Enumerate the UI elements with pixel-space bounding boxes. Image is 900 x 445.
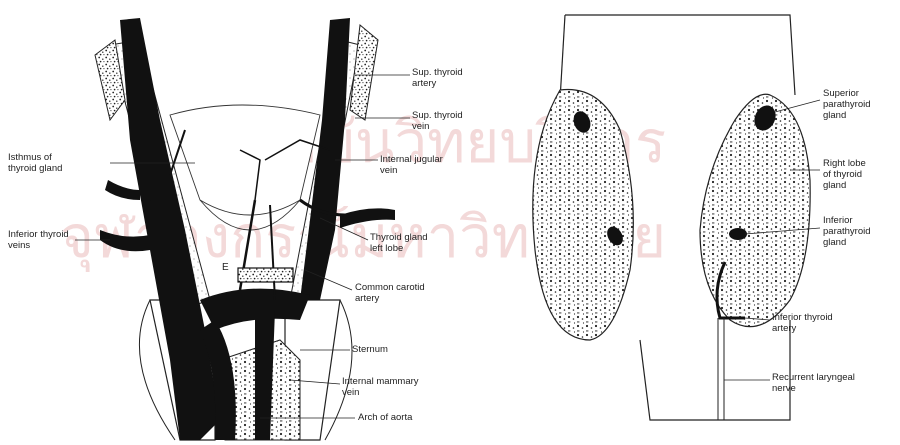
label-inferior-thyroid-veins: Inferior thyroid veins <box>8 229 69 251</box>
label-superior-parathyroid: Superior parathyroid gland <box>823 88 871 121</box>
label-thyroid-gland-left-lobe: Thyroid gland left lobe <box>370 232 428 254</box>
label-recurrent-laryngeal-nerve: Recurrent laryngeal nerve <box>772 372 855 394</box>
right-parathyroid-figure <box>533 15 820 420</box>
label-sup-thyroid-artery: Sup. thyroid artery <box>412 67 463 89</box>
label-isthmus: Isthmus of thyroid gland <box>8 152 62 174</box>
label-sternum: Sternum <box>352 344 388 355</box>
label-arch-of-aorta: Arch of aorta <box>358 412 412 423</box>
label-internal-jugular-vein: Internal jugular vein <box>380 154 443 176</box>
label-inferior-parathyroid: Inferior parathyroid gland <box>823 215 871 248</box>
label-right-lobe: Right lobe of thyroid gland <box>823 158 866 191</box>
label-sup-thyroid-vein: Sup. thyroid vein <box>412 110 463 132</box>
label-inferior-thyroid-artery: Inferior thyroid artery <box>772 312 833 334</box>
label-internal-mammary-vein: Internal mammary vein <box>342 376 419 398</box>
label-e: E <box>222 262 229 273</box>
label-common-carotid-artery: Common carotid artery <box>355 282 425 304</box>
